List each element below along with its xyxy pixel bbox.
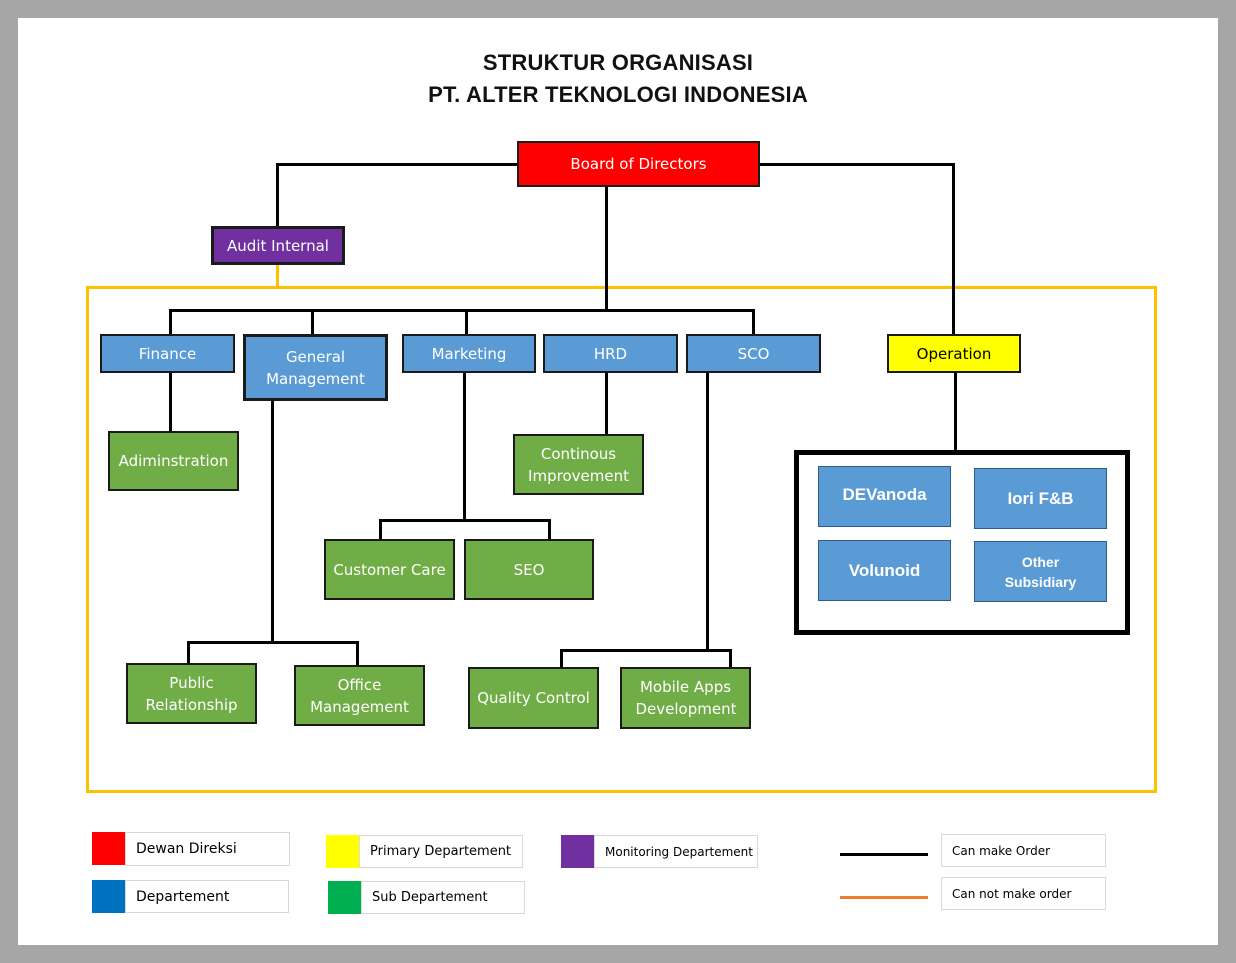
line-marketing-down (463, 371, 466, 521)
legend-label-dewan-direksi: Dewan Direksi (125, 832, 290, 866)
legend-swatch-primary-departement (326, 835, 359, 868)
node-board-of-directors: Board of Directors (517, 141, 760, 187)
line-audit-v (276, 163, 279, 227)
line-operation-subsidiaries (954, 371, 957, 452)
node-operation-label: Operation (916, 344, 992, 363)
departments-frame (86, 286, 1157, 793)
node-customer-care: Customer Care (324, 539, 455, 600)
node-administration: Adiminstration (108, 431, 239, 491)
legend-line-can-make-order (840, 853, 928, 856)
node-volunoid: Volunoid (818, 540, 951, 601)
node-hrd: HRD (543, 334, 678, 373)
line-hrd-ci (605, 371, 608, 436)
node-iori-fb: Iori F&B (974, 468, 1107, 529)
node-other-label: Other Subsidiary (1004, 553, 1077, 590)
line-gm-bus (187, 641, 359, 644)
node-board-label: Board of Directors (570, 155, 707, 173)
node-ci-label: Continous Improvement (528, 444, 629, 485)
legend-swatch-departement (92, 880, 125, 913)
node-devanoda: DEVanoda (818, 466, 951, 527)
node-hrd-label: HRD (593, 344, 628, 363)
node-operation: Operation (887, 334, 1021, 373)
node-pr-label: Public Relationship (145, 673, 238, 714)
legend-label-departement: Departement (125, 880, 289, 913)
node-other-subsidiary: Other Subsidiary (974, 541, 1107, 602)
node-qc-label: Quality Control (477, 689, 590, 707)
line-operation-v (952, 163, 955, 334)
line-finance-admin (169, 371, 172, 432)
node-om-label: Office Management (310, 675, 409, 716)
node-finance-label: Finance (138, 344, 197, 363)
node-marketing: Marketing (402, 334, 536, 373)
node-iori-label: Iori F&B (1007, 488, 1074, 508)
line-mad-v (729, 649, 732, 669)
line-audit-frame (276, 264, 279, 287)
node-audit-internal: Audit Internal (211, 226, 345, 265)
node-public-relationship: Public Relationship (126, 663, 257, 724)
node-continous-improvement: Continous Improvement (513, 434, 644, 495)
legend-label-primary-departement: Primary Departement (359, 835, 523, 868)
chart-title-line-2: PT. ALTER TEKNOLOGI INDONESIA (428, 82, 808, 107)
legend-label-monitoring-departement: Monitoring Departement (594, 835, 758, 868)
node-finance: Finance (100, 334, 235, 373)
line-cc-v (379, 519, 382, 541)
node-seo: SEO (464, 539, 594, 600)
chart-title-line-1: STRUKTUR ORGANISASI (482, 50, 754, 75)
node-quality-control: Quality Control (468, 667, 599, 729)
node-general-management: General Management (243, 334, 388, 401)
line-om-v (356, 641, 359, 667)
node-sco-label: SCO (737, 344, 770, 363)
node-volunoid-label: Volunoid (848, 560, 921, 580)
line-sco-down (706, 371, 709, 652)
line-qc-v (560, 649, 563, 669)
legend-swatch-dewan-direksi (92, 832, 125, 865)
line-marketing-v (465, 309, 468, 336)
line-gm-v (311, 309, 314, 336)
line-board-audit-h (276, 163, 520, 166)
line-gm-down (271, 400, 274, 644)
node-gm-label: General Management (266, 347, 365, 388)
node-mad-label: Mobile Apps Development (635, 678, 737, 718)
node-marketing-label: Marketing (431, 344, 507, 363)
subsidiaries-frame (794, 450, 1130, 635)
legend-label-sub-departement: Sub Departement (361, 881, 525, 914)
node-devanoda-label: DEVanoda (842, 484, 927, 504)
legend-swatch-monitoring-departement (561, 835, 594, 868)
line-board-operation-h (758, 163, 955, 166)
node-seo-label: SEO (513, 560, 545, 579)
node-mobile-apps-development: Mobile Apps Development (620, 667, 751, 729)
line-departments-bus (169, 309, 755, 312)
legend-line-cannot-make-order (840, 896, 928, 899)
node-sco: SCO (686, 334, 821, 373)
line-finance-v (169, 309, 172, 336)
node-audit-label: Audit Internal (227, 236, 329, 255)
legend-label-can-make-order: Can make Order (941, 834, 1106, 867)
node-cc-label: Customer Care (333, 560, 446, 579)
line-board-departments-v (605, 186, 608, 311)
line-marketing-bus (379, 519, 551, 522)
line-pr-v (187, 641, 190, 665)
legend-swatch-sub-departement (328, 881, 361, 914)
line-seo-v (548, 519, 551, 541)
node-office-management: Office Management (294, 665, 425, 726)
node-administration-label: Adiminstration (118, 452, 229, 470)
legend-label-cannot-make-order: Can not make order (941, 877, 1106, 910)
line-sco-bus (560, 649, 732, 652)
line-sco-v (752, 309, 755, 336)
